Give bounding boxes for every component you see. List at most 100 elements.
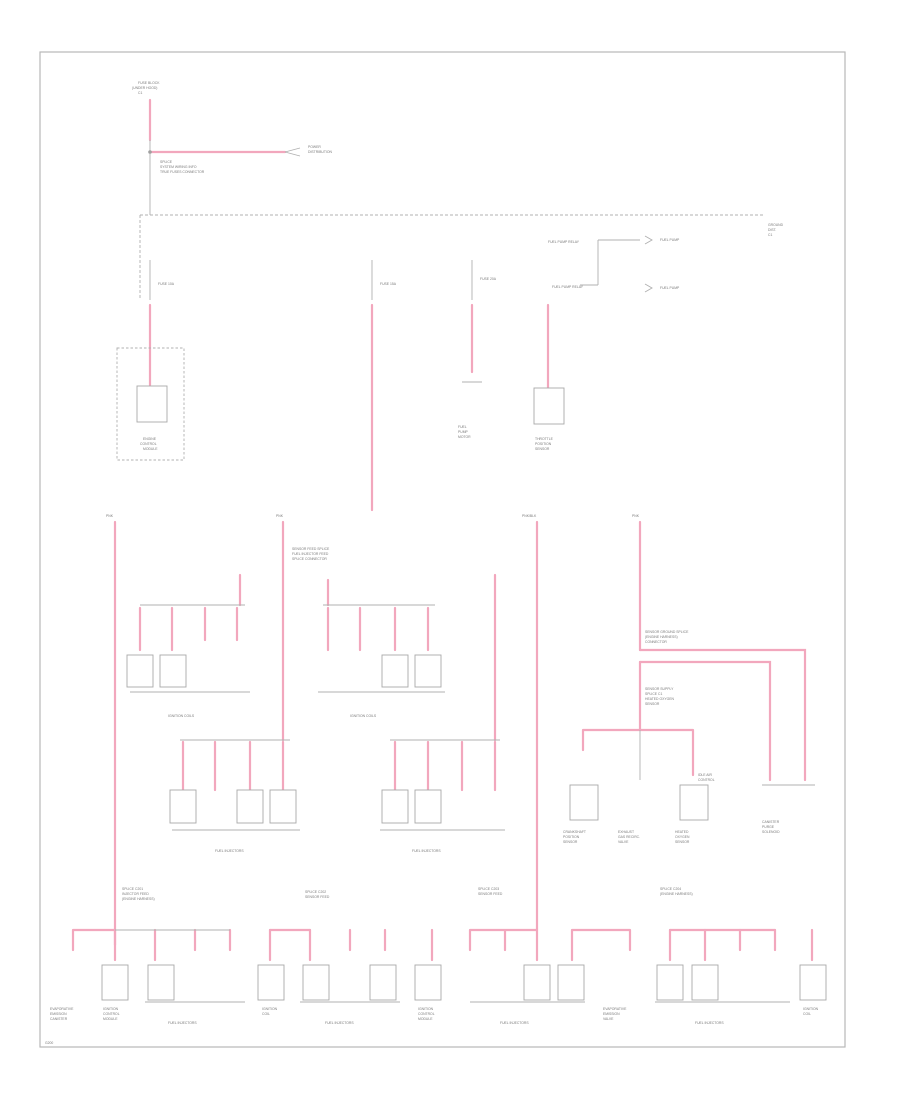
label-col-fuse2: FUSE 15A <box>380 282 397 286</box>
label-inj-right: FUEL INJECTORS <box>412 849 441 853</box>
inj-left-1 <box>169 789 197 824</box>
label-top-source3: C1 <box>138 91 142 95</box>
sensor-o2 <box>679 784 709 821</box>
label-b-note4: SPLICE C202 <box>305 890 326 894</box>
ecm-outline <box>116 347 185 461</box>
coil-left-wires <box>138 606 239 652</box>
label-rc4: EXHAUST <box>618 830 634 834</box>
label-bm2: COIL <box>262 1012 270 1016</box>
label-b-note7: SENSOR FEED <box>478 892 503 896</box>
label-coil-left: IGNITION COILS <box>168 714 195 718</box>
box-b-coil2 <box>799 964 827 1001</box>
label-bm6: EVAPORATIVE <box>603 1007 627 1011</box>
label-comp3: MOTOR <box>458 435 471 439</box>
label-bm10: COIL <box>803 1012 811 1016</box>
label-wire-pk2: PNK <box>276 514 284 518</box>
label-comp4: THROTTLE <box>535 437 554 441</box>
box-b-inj5 <box>557 964 585 1001</box>
label-right-mid3: HEATED OXYGEN <box>645 697 675 701</box>
inj-right-1 <box>381 789 409 824</box>
wire-right-branches <box>638 648 807 782</box>
label-bm7: EMISSION <box>603 1012 620 1016</box>
label-rc2: POSITION <box>563 835 580 839</box>
label-relay-top: FUEL PUMP <box>660 238 680 242</box>
label-fuse-b: FUEL PUMP RELAY <box>552 285 584 289</box>
wire-right-sensor-bus <box>581 728 695 777</box>
label-rc-relay2: CONTROL <box>698 778 715 782</box>
label-splice-mid2: FUEL INJECTOR FEED <box>292 552 329 556</box>
label-col-fuse3: FUSE 20A <box>480 277 497 281</box>
label-ground-right: GROUND <box>768 223 784 227</box>
label-right-note: SENSOR GROUND SPLICE <box>645 630 689 634</box>
label-bm5: MODULE <box>418 1017 433 1021</box>
label-ground-right2: DIST. <box>768 228 776 232</box>
label-splice-note3: TRUE FUSES CONNECTOR <box>160 170 205 174</box>
label-b5: CONTROL <box>103 1012 120 1016</box>
box-b-inj1 <box>147 964 175 1001</box>
wire-b1-drops <box>113 928 232 962</box>
label-bm3: IGNITION <box>418 1007 434 1011</box>
label-footer: G200 <box>45 1041 53 1045</box>
coil-right-2 <box>414 654 442 688</box>
label-comp2: PUMP <box>458 430 469 434</box>
label-b3: CANISTER <box>50 1017 68 1021</box>
label-right-mid2: SPLICE C1 <box>645 692 662 696</box>
label-bottom-inj2: FUEL INJECTORS <box>325 1021 354 1025</box>
label-b4: IGNITION <box>103 1007 119 1011</box>
box-b-inj2 <box>302 964 330 1001</box>
box-b-icm <box>101 964 129 1001</box>
label-b-note3: (ENGINE HARNESS) <box>122 897 155 901</box>
label-comp1: FUEL <box>458 425 467 429</box>
label-splice-mid: SENSOR FEED SPLICE <box>292 547 330 551</box>
ecm-box <box>136 385 168 423</box>
label-wire-pk: PNK <box>106 514 114 518</box>
label-col-fuse1: FUSE 10A <box>158 282 175 286</box>
label-top-source2: (UNDER HOOD) <box>132 86 157 90</box>
box-b-inj3 <box>369 964 397 1001</box>
label-rc9: SENSOR <box>675 840 690 844</box>
label-module2: CONTROL <box>140 442 157 446</box>
label-bm4: CONTROL <box>418 1012 435 1016</box>
label-rc11: PURGE <box>762 825 775 829</box>
box-b-inj6 <box>656 964 684 1001</box>
label-module3: MODULE <box>143 447 158 451</box>
label-bm8: VALVE <box>603 1017 614 1021</box>
box-b-coil1 <box>257 964 285 1001</box>
label-b-note5: SENSOR FEED <box>305 895 330 899</box>
label-fuse-a: FUEL PUMP RELAY <box>548 240 580 244</box>
label-bm1: IGNITION <box>262 1007 278 1011</box>
sensor-crank <box>569 784 599 821</box>
inj-left-2 <box>236 789 264 824</box>
label-b-note2: INJECTOR FEED <box>122 892 149 896</box>
wire-relay-area <box>580 239 640 286</box>
inj-right-2 <box>414 789 442 824</box>
label-right-mid: SENSOR SUPPLY <box>645 687 674 691</box>
label-rc3: SENSOR <box>563 840 578 844</box>
label-module1: ENGINE <box>143 437 157 441</box>
coil-left-2 <box>159 654 187 688</box>
coil-right-1 <box>381 654 409 688</box>
label-wire-pk4: PNK <box>632 514 640 518</box>
inj-left-3 <box>269 789 297 824</box>
connector-relay-top <box>644 235 653 245</box>
coil-right-group <box>318 606 445 693</box>
label-relay-bot: FUEL PUMP <box>660 286 680 290</box>
label-splice-mid3: SPLICE CONNECTOR <box>292 557 327 561</box>
coil-left-1 <box>126 654 154 688</box>
wire-b3-bus <box>468 928 539 952</box>
label-right-note3: CONNECTOR <box>645 640 667 644</box>
box-b-icm2 <box>414 964 442 1001</box>
wire-b1-bus <box>71 928 117 952</box>
label-coil-right: IGNITION COILS <box>350 714 377 718</box>
label-comp6: SENSOR <box>535 447 550 451</box>
label-rc7: HEATED <box>675 830 689 834</box>
label-rc1: CRANKSHAFT <box>563 830 586 834</box>
label-splice-note2: SYSTEM WIRING INFO <box>160 165 197 169</box>
label-rc10: CANISTER <box>762 820 780 824</box>
label-bottom-inj1: FUEL INJECTORS <box>168 1021 197 1025</box>
label-splice-right2: DISTRIBUTION <box>308 150 332 154</box>
inj-right-wires <box>393 740 497 792</box>
label-rc12: SOLENOID <box>762 830 780 834</box>
inj-left-wires <box>181 740 285 792</box>
